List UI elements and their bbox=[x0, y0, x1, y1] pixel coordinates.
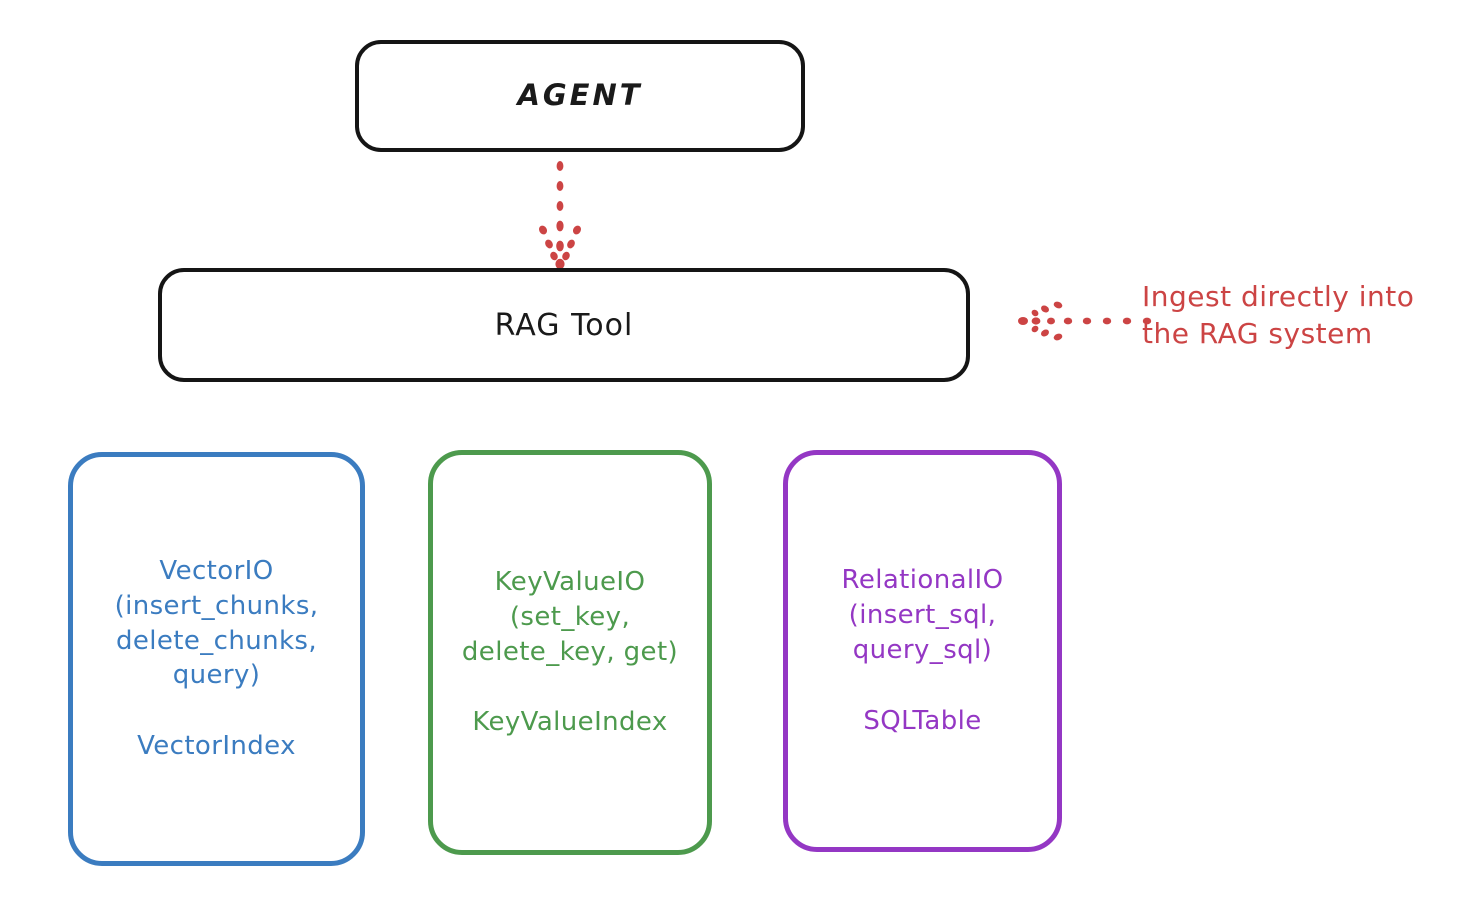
node-key-value-io-index-label: KeyValueIndex bbox=[472, 707, 668, 738]
node-key-value-io-content: KeyValueIO (set_key, delete_key, get) Ke… bbox=[433, 565, 707, 740]
ingest-annotation-text: Ingest directly into the RAG system bbox=[1142, 280, 1415, 351]
agent-to-rag-tool-connector-icon bbox=[538, 161, 582, 270]
node-vector-io-content: VectorIO (insert_chunks, delete_chunks, … bbox=[73, 554, 360, 764]
node-vector-io[interactable]: VectorIO (insert_chunks, delete_chunks, … bbox=[68, 452, 365, 866]
node-relational-io-content: RelationalIO (insert_sql, query_sql) SQL… bbox=[788, 563, 1057, 738]
node-vector-io-index-label: VectorIndex bbox=[137, 731, 296, 762]
node-rag-tool[interactable]: RAG Tool bbox=[158, 268, 970, 382]
ingest-annotation-connector-icon bbox=[1018, 301, 1152, 341]
node-agent[interactable]: AGENT bbox=[355, 40, 805, 152]
node-vector-io-interface-label: VectorIO (insert_chunks, delete_chunks, … bbox=[114, 555, 319, 691]
node-key-value-io[interactable]: KeyValueIO (set_key, delete_key, get) Ke… bbox=[428, 450, 712, 855]
node-rag-tool-label: RAG Tool bbox=[494, 307, 634, 343]
node-relational-io-index-label: SQLTable bbox=[863, 705, 982, 736]
node-key-value-io-interface-label: KeyValueIO (set_key, delete_key, get) bbox=[461, 566, 679, 667]
node-relational-io[interactable]: RelationalIO (insert_sql, query_sql) SQL… bbox=[783, 450, 1062, 852]
node-relational-io-interface-label: RelationalIO (insert_sql, query_sql) bbox=[841, 565, 1004, 665]
node-agent-label: AGENT bbox=[517, 78, 643, 113]
